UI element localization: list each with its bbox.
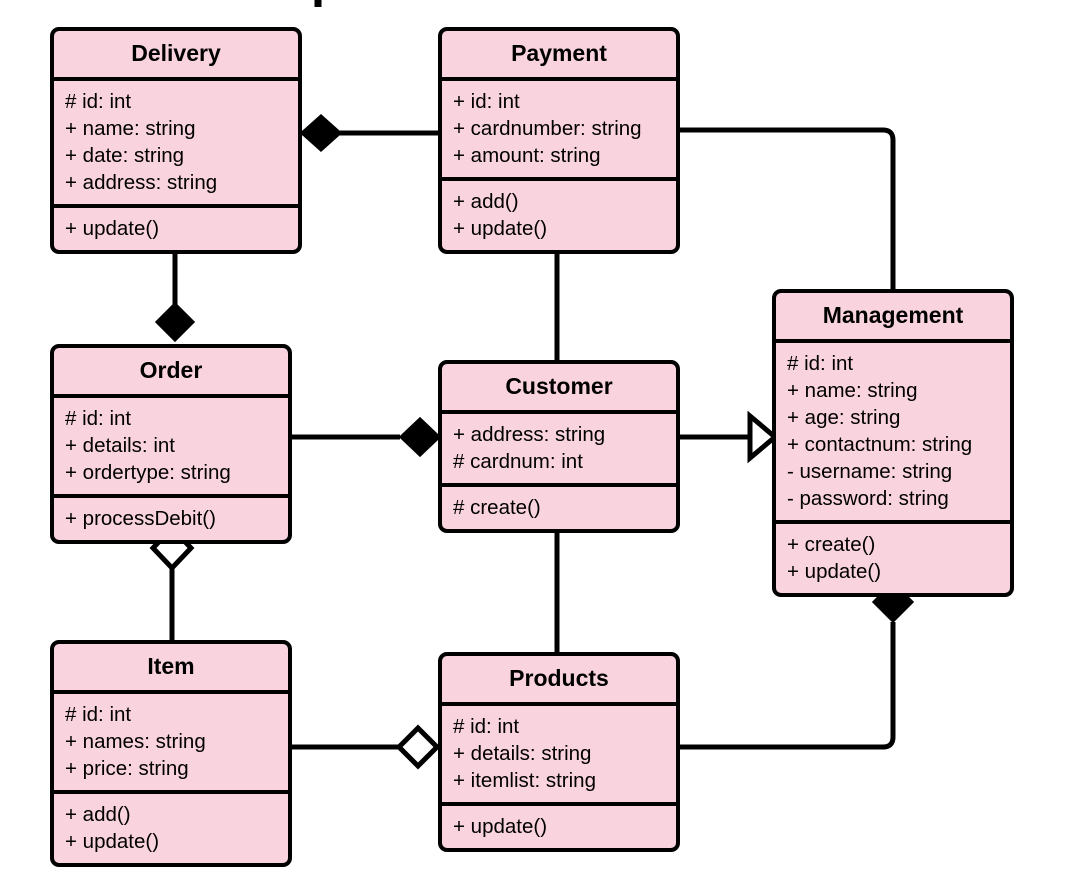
class-methods-management: + create() + update() bbox=[776, 524, 1010, 593]
attribute-row: + contactnum: string bbox=[787, 433, 973, 456]
class-title-management: Management bbox=[776, 293, 1010, 343]
method-row: # create() bbox=[453, 496, 541, 519]
attribute-row: # id: int bbox=[453, 715, 520, 738]
edge-payment-management bbox=[678, 127, 896, 289]
attribute-row: - username: string bbox=[787, 460, 953, 483]
method-row: + add() bbox=[65, 803, 131, 826]
hollow-diamond-marker-products bbox=[395, 724, 441, 770]
class-attributes-payment: + id: int + cardnumber: string + amount:… bbox=[442, 81, 676, 181]
attribute-row: + details: int bbox=[65, 434, 175, 457]
method-row: + update() bbox=[65, 830, 160, 853]
class-title-item: Item bbox=[54, 644, 288, 694]
class-methods-order: + processDebit() bbox=[54, 498, 288, 540]
attribute-row: + names: string bbox=[65, 730, 206, 753]
attribute-row: + cardnumber: string bbox=[453, 117, 642, 140]
attribute-row: + address: string bbox=[453, 423, 606, 446]
method-row: + update() bbox=[453, 815, 548, 838]
filled-diamond-marker-order-top bbox=[154, 301, 196, 343]
class-box-payment[interactable]: Payment + id: int + cardnumber: string +… bbox=[438, 27, 680, 254]
edge-products-management bbox=[678, 622, 896, 750]
hollow-triangle-marker-management bbox=[747, 410, 779, 464]
class-box-products[interactable]: Products # id: int + details: string + i… bbox=[438, 652, 680, 852]
method-row: + update() bbox=[65, 217, 160, 240]
method-row: + update() bbox=[453, 217, 548, 240]
class-title-customer: Customer bbox=[442, 364, 676, 414]
class-box-delivery[interactable]: Delivery # id: int + name: string + date… bbox=[50, 27, 302, 254]
class-attributes-item: # id: int + names: string + price: strin… bbox=[54, 694, 288, 794]
filled-diamond-marker-delivery bbox=[299, 113, 343, 153]
attribute-row: + ordertype: string bbox=[65, 461, 231, 484]
method-row: + processDebit() bbox=[65, 507, 216, 530]
attribute-row: + id: int bbox=[453, 90, 520, 113]
class-box-management[interactable]: Management # id: int + name: string + ag… bbox=[772, 289, 1014, 597]
class-methods-customer: # create() bbox=[442, 487, 676, 529]
class-attributes-delivery: # id: int + name: string + date: string … bbox=[54, 81, 298, 208]
class-methods-item: + add() + update() bbox=[54, 794, 288, 863]
class-methods-payment: + add() + update() bbox=[442, 181, 676, 250]
class-title-products: Products bbox=[442, 656, 676, 706]
attribute-row: + price: string bbox=[65, 757, 189, 780]
attribute-row: # id: int bbox=[65, 407, 132, 430]
class-methods-products: + update() bbox=[442, 806, 676, 848]
class-attributes-management: # id: int + name: string + age: string +… bbox=[776, 343, 1010, 524]
attribute-row: + amount: string bbox=[453, 144, 601, 167]
attribute-row: + itemlist: string bbox=[453, 769, 596, 792]
class-methods-delivery: + update() bbox=[54, 208, 298, 250]
class-box-order[interactable]: Order # id: int + details: int + orderty… bbox=[50, 344, 292, 544]
class-title-delivery: Delivery bbox=[54, 31, 298, 81]
attribute-row: # id: int bbox=[65, 703, 132, 726]
attribute-row: - password: string bbox=[787, 487, 949, 510]
attribute-row: + address: string bbox=[65, 171, 218, 194]
class-title-payment: Payment bbox=[442, 31, 676, 81]
class-attributes-customer: + address: string # cardnum: int bbox=[442, 414, 676, 487]
attribute-row: + date: string bbox=[65, 144, 185, 167]
attribute-row: + name: string bbox=[787, 379, 918, 402]
method-row: + update() bbox=[787, 560, 882, 583]
attribute-row: # id: int bbox=[787, 352, 854, 375]
attribute-row: # id: int bbox=[65, 90, 132, 113]
attribute-row: + name: string bbox=[65, 117, 196, 140]
class-box-item[interactable]: Item # id: int + names: string + price: … bbox=[50, 640, 292, 867]
class-box-customer[interactable]: Customer + address: string # cardnum: in… bbox=[438, 360, 680, 533]
method-row: + add() bbox=[453, 190, 519, 213]
attribute-row: # cardnum: int bbox=[453, 450, 583, 473]
class-title-order: Order bbox=[54, 348, 288, 398]
filled-diamond-marker-customer bbox=[398, 416, 442, 458]
class-attributes-order: # id: int + details: int + ordertype: st… bbox=[54, 398, 288, 498]
attribute-row: + details: string bbox=[453, 742, 592, 765]
attribute-row: + age: string bbox=[787, 406, 901, 429]
class-attributes-products: # id: int + details: string + itemlist: … bbox=[442, 706, 676, 806]
method-row: + create() bbox=[787, 533, 876, 556]
